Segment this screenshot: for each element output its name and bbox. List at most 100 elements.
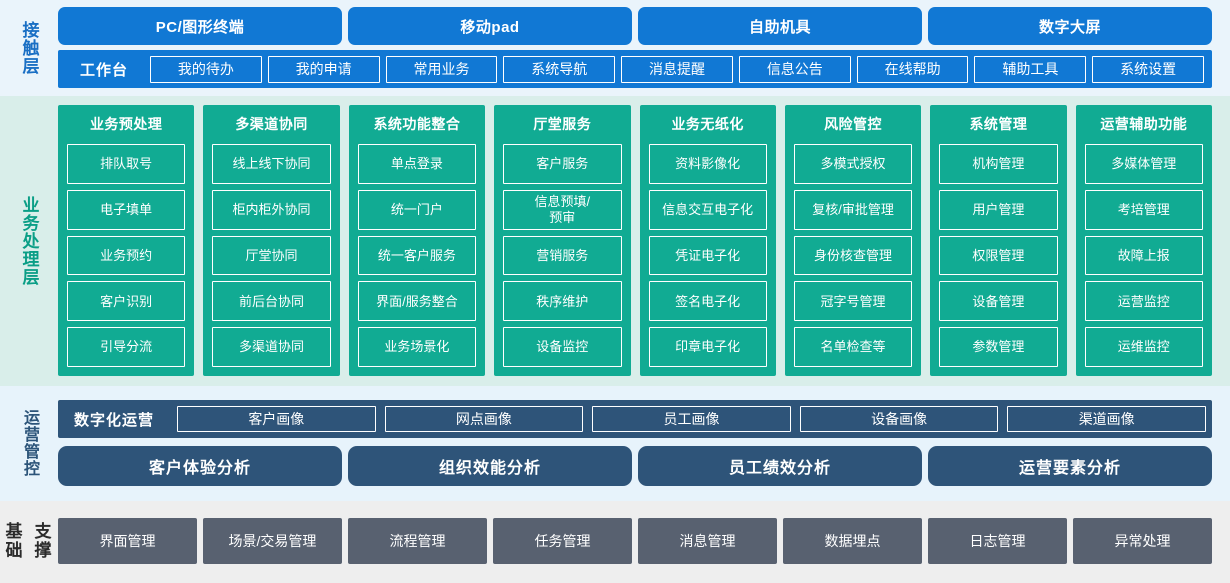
- business-column-title: 业务预处理: [89, 116, 163, 132]
- business-item[interactable]: 权限管理: [939, 235, 1058, 276]
- business-column-paperless: 业务无纸化 资料影像化 信息交互电子化 凭证电子化 签名电子化 印章电子化: [639, 105, 776, 376]
- workbench-item-system-settings[interactable]: 系统设置: [1092, 55, 1205, 83]
- digital-operations-bar: 数字化运营 客户画像 网点画像 员工画像 设备画像 渠道画像: [58, 400, 1212, 438]
- portrait-device[interactable]: 设备画像: [799, 406, 999, 432]
- terminal-digital-screen[interactable]: 数字大屏: [928, 7, 1212, 45]
- layer-base-support: 基础 支撑 界面管理 场景/交易管理 流程管理 任务管理 消息管理 数据埋点 日…: [0, 501, 1230, 583]
- business-column-lobby-service: 厅堂服务 客户服务 信息预填/ 预审 营销服务 秩序维护 设备监控: [494, 105, 631, 376]
- terminal-pc[interactable]: PC/图形终端: [58, 7, 342, 45]
- business-column-title: 风险管控: [824, 116, 883, 132]
- layer-contact: 接触层 PC/图形终端 移动pad 自助机具 数字大屏 工作台 我的待办 我的申…: [0, 0, 1230, 96]
- base-item-message-management[interactable]: 消息管理: [638, 518, 777, 564]
- portrait-employee[interactable]: 员工画像: [592, 406, 791, 432]
- layer-base-support-label: 基础 支撑: [0, 509, 58, 573]
- layer-business-body: 业务预处理 排队取号 电子填单 业务预约 客户识别 引导分流 多渠道协同 线上线…: [58, 105, 1230, 376]
- workbench-bar: 工作台 我的待办 我的申请 常用业务 系统导航 消息提醒 信息公告 在线帮助 辅…: [58, 50, 1212, 88]
- workbench-item-online-help[interactable]: 在线帮助: [856, 55, 969, 83]
- workbench-item-system-navigation[interactable]: 系统导航: [503, 55, 616, 83]
- business-item[interactable]: 多媒体管理: [1084, 144, 1203, 184]
- base-item-process-management[interactable]: 流程管理: [348, 518, 487, 564]
- digital-operations-title: 数字化运营: [74, 411, 155, 429]
- business-item[interactable]: 机构管理: [939, 144, 1058, 184]
- business-item[interactable]: 客户服务: [503, 144, 622, 184]
- business-column-title: 系统管理: [969, 116, 1028, 132]
- business-item[interactable]: 参数管理: [939, 327, 1058, 367]
- workbench-item-aux-tools[interactable]: 辅助工具: [974, 55, 1087, 83]
- layer-base-support-label-line1: 基础: [5, 521, 24, 560]
- business-item[interactable]: 业务预约: [67, 235, 186, 276]
- business-item[interactable]: 印章电子化: [648, 327, 767, 367]
- business-item[interactable]: 营销服务: [503, 235, 622, 276]
- business-item[interactable]: 前后台协同: [212, 281, 331, 322]
- business-item[interactable]: 设备监控: [503, 327, 622, 367]
- base-item-scene-transaction-management[interactable]: 场景/交易管理: [203, 518, 342, 564]
- base-item-exception-handling[interactable]: 异常处理: [1073, 518, 1212, 564]
- business-item[interactable]: 信息交互电子化: [648, 189, 767, 230]
- base-item-log-management[interactable]: 日志管理: [928, 518, 1067, 564]
- business-item[interactable]: 签名电子化: [648, 281, 767, 322]
- workbench-title: 工作台: [80, 61, 129, 79]
- business-item[interactable]: 线上线下协同: [212, 144, 331, 184]
- business-item[interactable]: 身份核查管理: [793, 235, 913, 276]
- business-item[interactable]: 引导分流: [67, 327, 186, 367]
- business-column-multichannel: 多渠道协同 线上线下协同 柜内柜外协同 厅堂协同 前后台协同 多渠道协同: [203, 105, 340, 376]
- analysis-customer-experience[interactable]: 客户体验分析: [58, 446, 342, 486]
- business-column-title: 业务无纸化: [671, 116, 744, 132]
- business-item[interactable]: 客户识别: [67, 281, 186, 322]
- business-column-title: 厅堂服务: [533, 116, 592, 132]
- business-column-preprocessing: 业务预处理 排队取号 电子填单 业务预约 客户识别 引导分流: [58, 105, 195, 376]
- layer-operations-body: 数字化运营 客户画像 网点画像 员工画像 设备画像 渠道画像 客户体验分析 组织…: [58, 395, 1230, 491]
- layer-contact-body: PC/图形终端 移动pad 自助机具 数字大屏 工作台 我的待办 我的申请 常用…: [58, 6, 1230, 89]
- business-item[interactable]: 厅堂协同: [212, 235, 331, 276]
- business-item[interactable]: 多模式授权: [793, 144, 913, 184]
- business-item[interactable]: 用户管理: [939, 189, 1058, 230]
- business-item[interactable]: 统一门户: [357, 189, 477, 230]
- layer-contact-label: 接触层: [19, 20, 39, 75]
- business-item[interactable]: 资料影像化: [648, 144, 767, 184]
- business-column-risk-control: 风险管控 多模式授权 复核/审批管理 身份核查管理 冠字号管理 名单检查等: [784, 105, 922, 376]
- business-item[interactable]: 凭证电子化: [648, 235, 767, 276]
- business-item[interactable]: 运维监控: [1084, 327, 1203, 367]
- portrait-customer[interactable]: 客户画像: [177, 406, 376, 432]
- business-item[interactable]: 业务场景化: [357, 327, 477, 367]
- business-column-title: 运营辅助功能: [1100, 116, 1188, 132]
- business-item[interactable]: 单点登录: [357, 144, 477, 184]
- workbench-item-my-application[interactable]: 我的申请: [267, 55, 380, 83]
- business-item[interactable]: 名单检查等: [793, 327, 913, 367]
- base-item-ui-management[interactable]: 界面管理: [58, 518, 197, 564]
- analysis-operation-factor[interactable]: 运营要素分析: [928, 446, 1212, 486]
- layer-base-support-body: 界面管理 场景/交易管理 流程管理 任务管理 消息管理 数据埋点 日志管理 异常…: [58, 509, 1230, 573]
- business-item[interactable]: 运营监控: [1084, 281, 1203, 322]
- portrait-channel[interactable]: 渠道画像: [1007, 406, 1206, 432]
- terminal-row: PC/图形终端 移动pad 自助机具 数字大屏: [58, 7, 1212, 45]
- base-item-task-management[interactable]: 任务管理: [493, 518, 632, 564]
- workbench-item-announcement[interactable]: 信息公告: [738, 55, 851, 83]
- business-item[interactable]: 故障上报: [1084, 235, 1203, 276]
- business-item[interactable]: 秩序维护: [503, 281, 622, 322]
- business-column-system-integration: 系统功能整合 单点登录 统一门户 统一客户服务 界面/服务整合 业务场景化: [348, 105, 486, 376]
- business-item[interactable]: 统一客户服务: [357, 235, 477, 276]
- workbench-item-my-todo[interactable]: 我的待办: [150, 55, 262, 83]
- base-item-data-tracking[interactable]: 数据埋点: [783, 518, 922, 564]
- business-item[interactable]: 冠字号管理: [793, 281, 913, 322]
- layer-operations: 运营管控 数字化运营 客户画像 网点画像 员工画像 设备画像 渠道画像 客户体验…: [0, 386, 1230, 501]
- business-item[interactable]: 信息预填/ 预审: [503, 189, 622, 230]
- business-item[interactable]: 考培管理: [1084, 189, 1203, 230]
- business-item[interactable]: 排队取号: [67, 144, 186, 184]
- business-item[interactable]: 界面/服务整合: [357, 281, 477, 322]
- workbench-item-common-business[interactable]: 常用业务: [385, 55, 498, 83]
- layer-business: 业务处理层 业务预处理 排队取号 电子填单 业务预约 客户识别 引导分流 多渠道…: [0, 96, 1230, 386]
- business-item[interactable]: 柜内柜外协同: [212, 189, 331, 230]
- analysis-organization-efficiency[interactable]: 组织效能分析: [348, 446, 632, 486]
- analysis-employee-performance[interactable]: 员工绩效分析: [638, 446, 922, 486]
- business-item[interactable]: 复核/审批管理: [793, 189, 913, 230]
- business-item[interactable]: 电子填单: [67, 189, 186, 230]
- business-column-operation-support: 运营辅助功能 多媒体管理 考培管理 故障上报 运营监控 运维监控: [1075, 105, 1212, 376]
- business-item[interactable]: 多渠道协同: [212, 327, 331, 367]
- terminal-self-service[interactable]: 自助机具: [638, 7, 922, 45]
- portrait-branch[interactable]: 网点画像: [384, 406, 584, 432]
- terminal-mobile-pad[interactable]: 移动pad: [348, 7, 632, 45]
- workbench-item-message-alert[interactable]: 消息提醒: [621, 55, 733, 83]
- business-item[interactable]: 设备管理: [939, 281, 1058, 322]
